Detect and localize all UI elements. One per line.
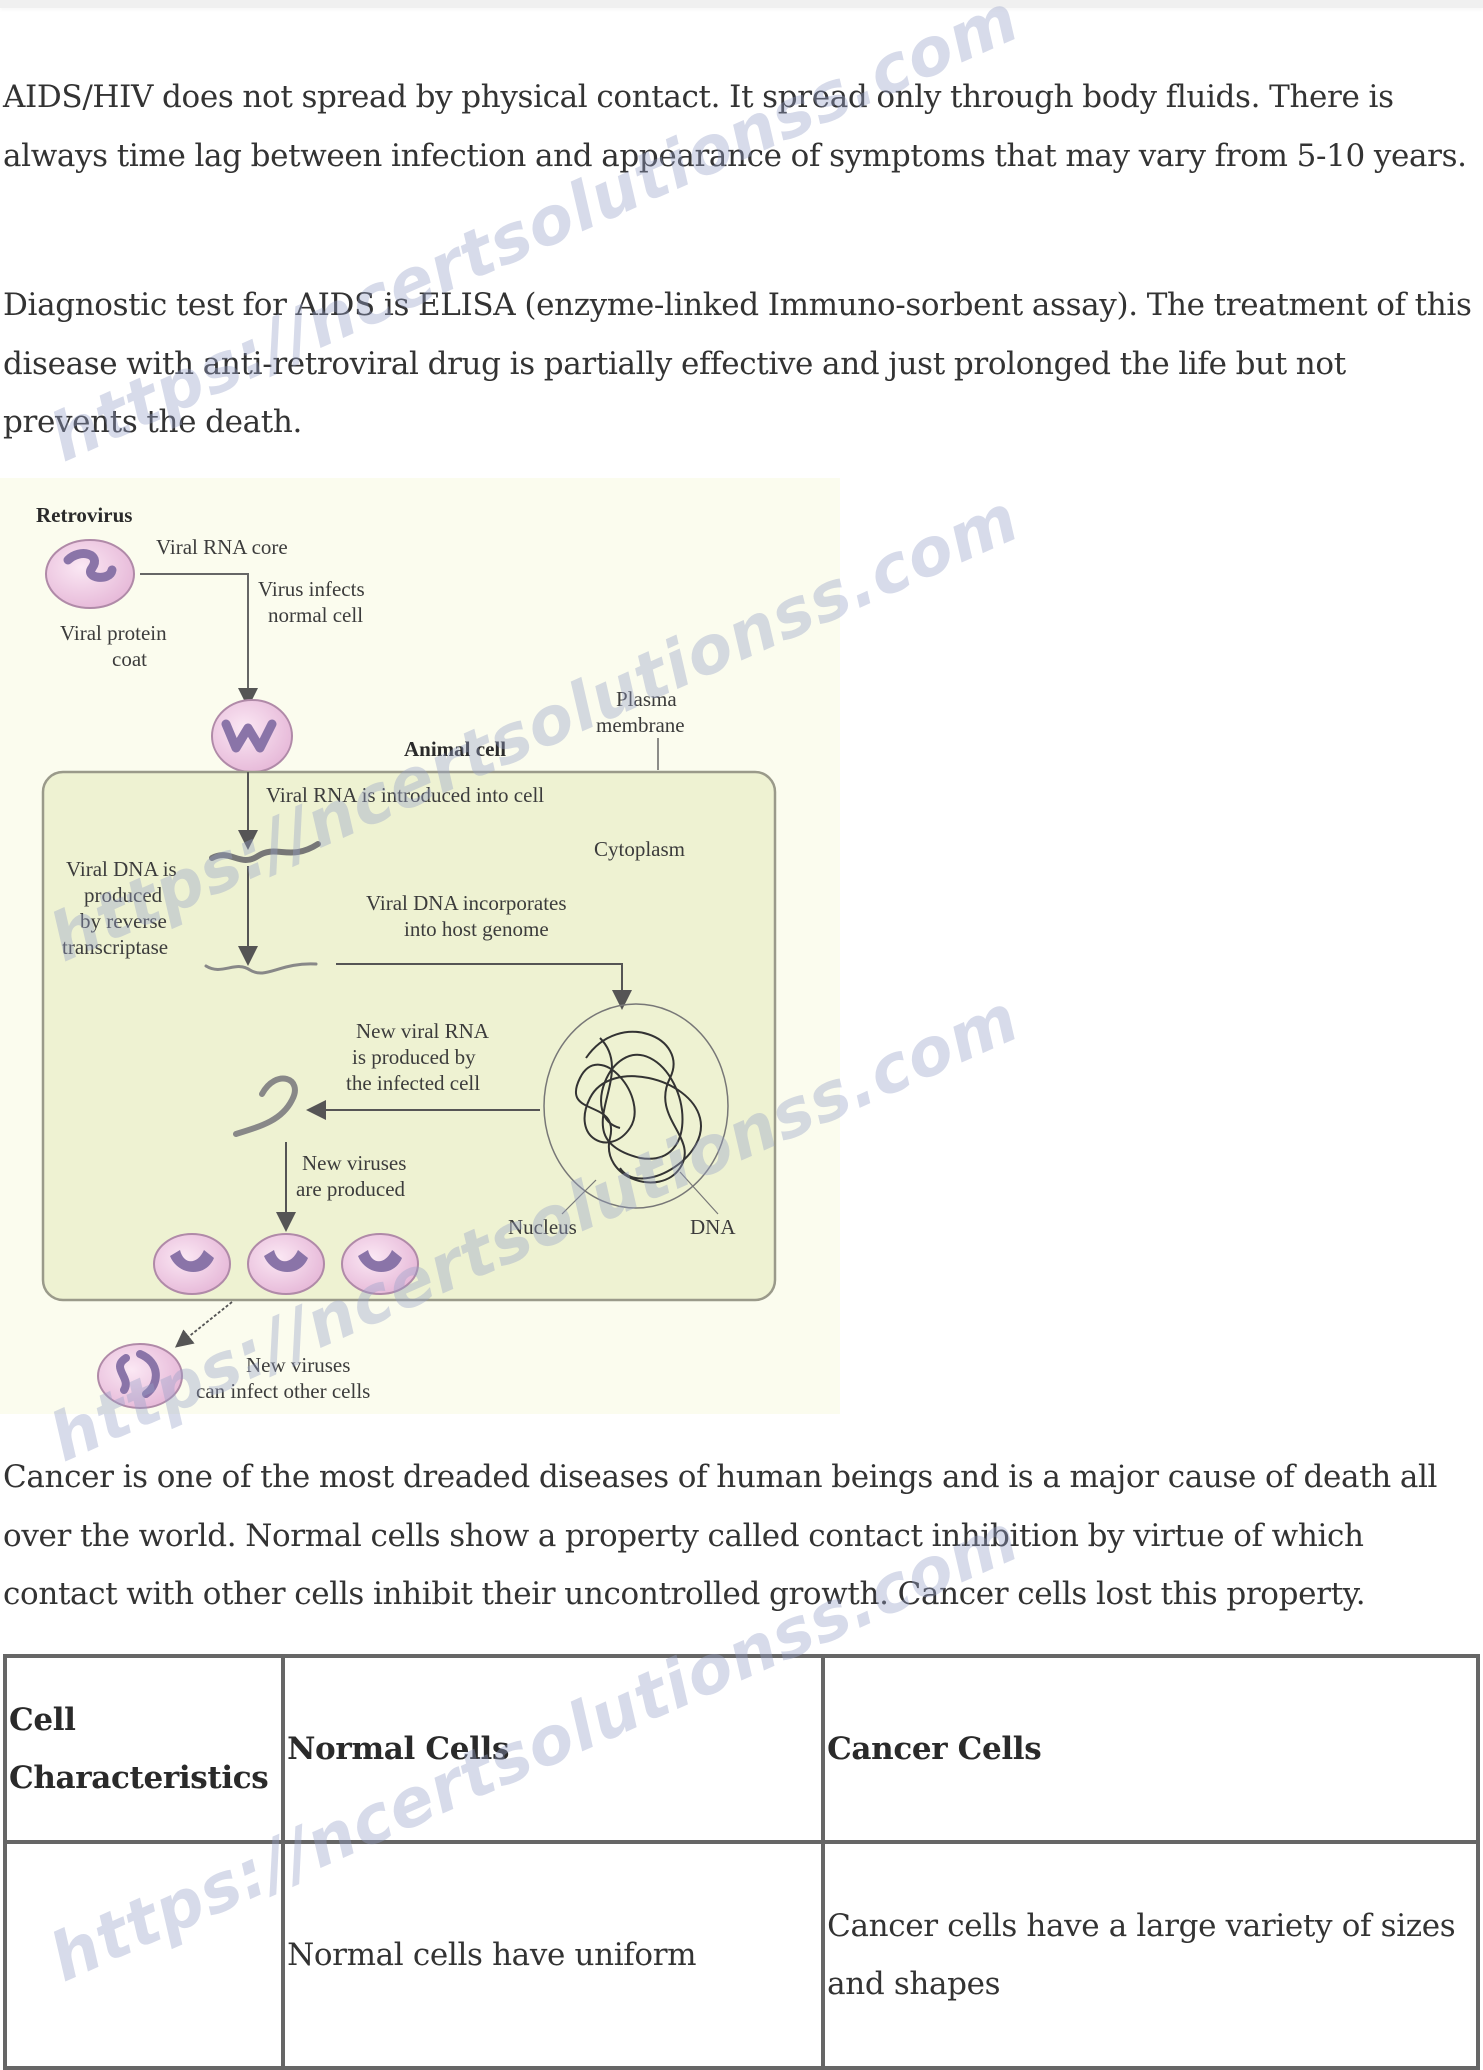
label-dna-incorporates-1: Viral DNA incorporates — [366, 891, 567, 915]
label-plasma: Plasma — [616, 687, 677, 711]
paragraph-cancer-intro: Cancer is one of the most dreaded diseas… — [3, 1459, 1438, 1612]
label-new-rna-2: is produced by — [352, 1045, 476, 1069]
header-cell-characteristics: Cell Characteristics — [2, 1654, 286, 1844]
viral-dna-strand-icon — [204, 962, 318, 975]
header-normal-cells: Normal Cells — [281, 1654, 826, 1844]
cell-normal: Normal cells have uniform — [281, 1840, 826, 2070]
label-new-rna-1: New viral RNA — [356, 1019, 490, 1043]
label-dna-incorporates-2: into host genome — [404, 917, 549, 941]
label-infect-other-2: can infect other cells — [196, 1379, 370, 1403]
label-membrane: membrane — [596, 713, 685, 737]
viral-rna-strand-icon — [209, 841, 321, 863]
label-new-viruses-1: New viruses — [302, 1151, 406, 1175]
cell-characteristic — [2, 1840, 286, 2070]
label-viral-protein: Viral protein — [60, 621, 167, 645]
infecting-virus-icon — [211, 699, 293, 773]
label-virus-infects: Virus infects — [258, 577, 365, 601]
label-retrovirus: Retrovirus — [36, 503, 132, 527]
label-dna: DNA — [690, 1215, 736, 1239]
paragraph-aids-diagnosis: Diagnostic test for AIDS is ELISA (enzym… — [3, 287, 1472, 440]
new-virus-icon — [153, 1233, 231, 1295]
label-dna-produced-4: transcriptase — [62, 935, 168, 959]
label-dna-produced-2: produced — [84, 883, 163, 907]
retrovirus-replication-diagram: Retrovirus Viral RNA core Virus infects … — [0, 478, 840, 1414]
label-infect-other-1: New viruses — [246, 1353, 350, 1377]
label-dna-produced-3: by reverse — [80, 909, 167, 933]
new-rna-strand-icon — [233, 1075, 298, 1137]
cell-cancer: Cancer cells have a large variety of siz… — [821, 1840, 1480, 2070]
label-cytoplasm: Cytoplasm — [594, 837, 685, 861]
label-new-viruses-2: are produced — [296, 1177, 406, 1201]
label-new-rna-3: the infected cell — [346, 1071, 480, 1095]
label-dna-produced-1: Viral DNA is — [66, 857, 177, 881]
label-normal-cell: normal cell — [268, 603, 363, 627]
cell-comparison-table: Cell Characteristics Normal Cells Cancer… — [2, 1654, 1480, 2070]
label-nucleus: Nucleus — [508, 1215, 577, 1239]
new-virus-icon — [247, 1233, 325, 1295]
released-virus-icon — [97, 1343, 183, 1409]
retrovirus-icon — [45, 539, 135, 609]
label-viral-rna-core: Viral RNA core — [156, 535, 288, 559]
animal-cell-box — [41, 770, 777, 1302]
paragraph-aids-transmission: AIDS/HIV does not spread by physical con… — [3, 79, 1467, 174]
new-virus-icon — [341, 1233, 419, 1295]
header-cancer-cells: Cancer Cells — [821, 1654, 1480, 1844]
label-coat: coat — [112, 647, 147, 671]
nucleus-icon — [543, 1003, 729, 1209]
table-header-row: Cell Characteristics Normal Cells Cancer… — [2, 1654, 1480, 1844]
table-row: Normal cells have uniform Cancer cells h… — [2, 1840, 1480, 2070]
top-bar — [0, 0, 1483, 8]
label-animal-cell: Animal cell — [404, 737, 506, 761]
label-rna-introduced: Viral RNA is introduced into cell — [266, 783, 544, 807]
